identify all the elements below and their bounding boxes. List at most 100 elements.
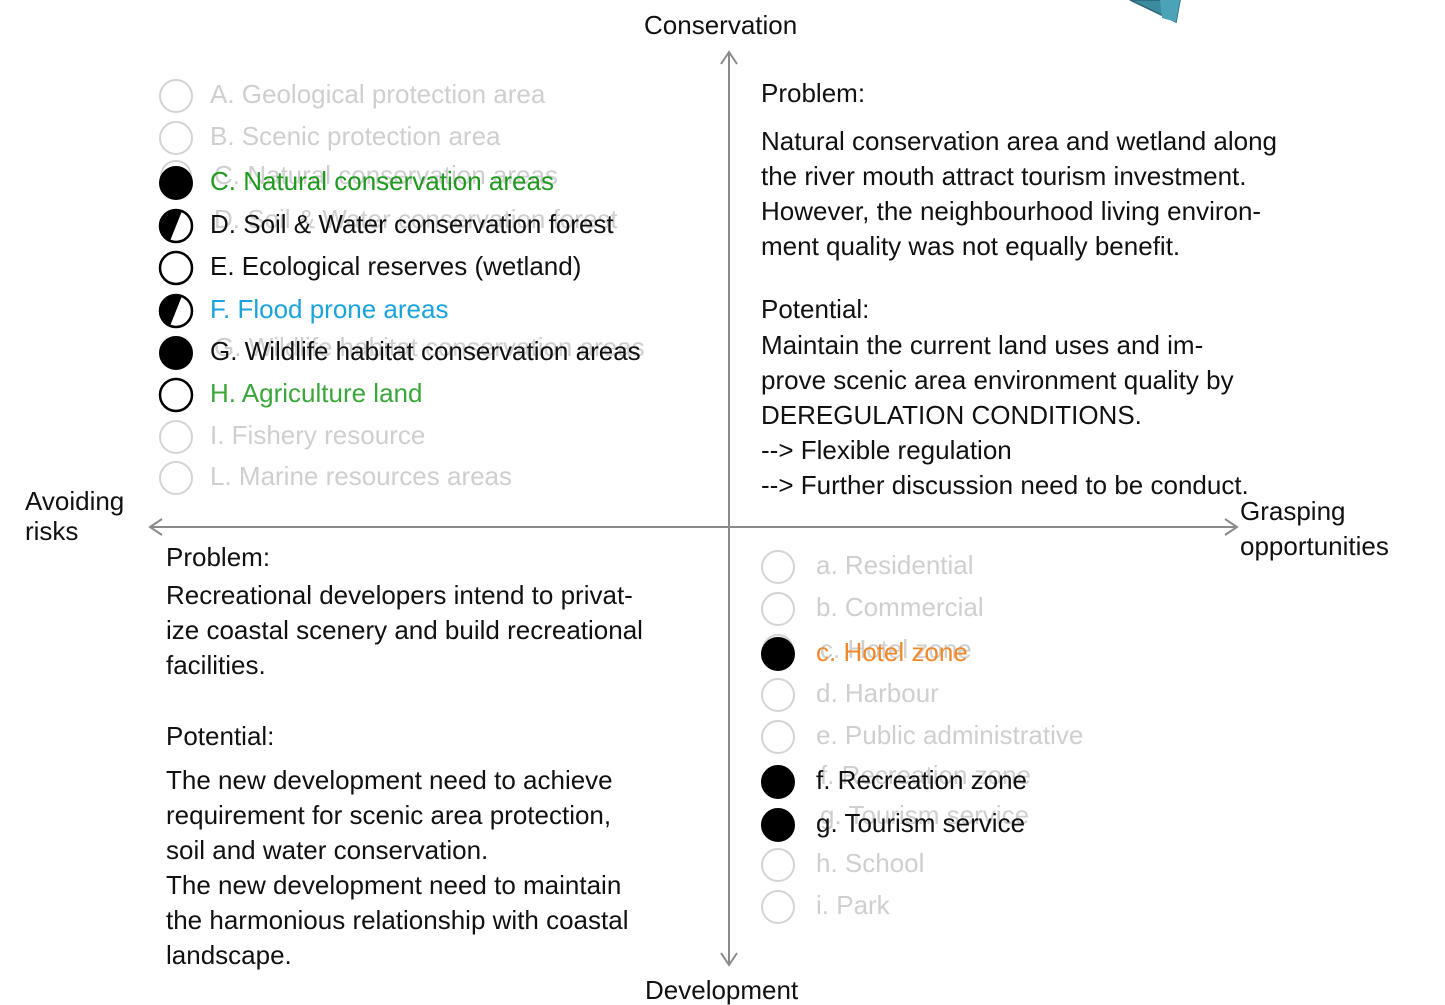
conservation-zone-label: A. Geological protection area [210, 79, 546, 109]
upper-right-potential-line: Maintain the current land uses and im- [761, 330, 1204, 360]
empty-circle-icon [760, 549, 795, 584]
conservation-zone-label: C. Natural conservation areas [210, 166, 554, 196]
development-zone-item: g. Tourism service [760, 805, 1026, 842]
lower-left-potential-line: The new development need to maintain [166, 870, 622, 900]
development-zone-label: a. Residential [816, 550, 974, 580]
development-zone-label: f. Recreation zone [816, 765, 1028, 795]
conservation-zone-label: L. Marine resources areas [210, 461, 513, 491]
conservation-zone-item: D. Soil & Water conservation forest [158, 206, 614, 244]
conservation-zone-label: F. Flood prone areas [210, 294, 449, 324]
development-zone-item: c. Hotel zone [760, 634, 968, 671]
lower-left-problem-line: ize coastal scenery and build recreation… [166, 615, 643, 645]
lower-left-potential-line: the harmonious relationship with coastal [166, 905, 629, 935]
upper-right-potential-line: --> Further discussion need to be conduc… [761, 470, 1249, 500]
development-zone-item: d. Harbour [760, 675, 939, 712]
axis-label-right: Grasping opportunities [1240, 494, 1389, 564]
empty-circle-icon [158, 120, 193, 155]
conservation-zone-item: F. Flood prone areas [158, 291, 449, 329]
empty-circle-icon [760, 847, 795, 882]
lower-left-text-block: Problem: Recreational developers intend … [166, 542, 716, 973]
conservation-zone-label: B. Scenic protection area [210, 121, 501, 151]
axis-label-left: Avoiding risks [25, 486, 124, 546]
axis-label-left-line2: risks [25, 516, 79, 546]
development-zone-label: d. Harbour [816, 678, 939, 708]
development-zone-label: i. Park [816, 890, 890, 920]
lower-left-potential-line: soil and water conservation. [166, 835, 489, 865]
filled-circle-icon [158, 335, 193, 370]
conservation-zone-item: C. Natural conservation areas [158, 163, 554, 200]
empty-circle-icon [158, 377, 194, 413]
development-zone-item: h. School [760, 845, 925, 882]
development-zone-item: f. Recreation zone [760, 762, 1028, 799]
axis-label-left-line1: Avoiding [25, 486, 125, 516]
upper-right-potential-heading: Potential: [761, 294, 870, 324]
ghost-text-g-left: G. Wildlife habitat conservation areas [214, 332, 645, 362]
upper-right-text-block: Problem: Natural conservation area and w… [761, 78, 1381, 503]
empty-circle-icon [158, 78, 193, 113]
upper-right-problem-line: the river mouth attract tourism investme… [761, 161, 1247, 191]
ghost-text-c-right: c. Hotel zone [820, 634, 972, 664]
development-zone-item: a. Residential [760, 547, 974, 584]
development-zone-item: e. Public administrative [760, 717, 1084, 754]
conservation-zone-label: G. Wildlife habitat conservation areas [210, 336, 641, 366]
empty-circle-icon [158, 419, 193, 454]
upper-right-potential-line: prove scenic area environment quality by [761, 365, 1234, 395]
empty-circle-icon [760, 677, 795, 712]
axis-label-right-line2: opportunities [1240, 531, 1389, 561]
conservation-zone-item: E. Ecological reserves (wetland) [158, 248, 582, 286]
development-zone-label: e. Public administrative [816, 720, 1084, 750]
half-circle-icon [158, 293, 194, 329]
lower-left-potential-line: requirement for scenic area protection, [166, 800, 612, 830]
lower-left-problem-line: Recreational developers intend to privat… [166, 580, 633, 610]
lower-left-potential-line: The new development need to achieve [166, 765, 613, 795]
development-zone-label: h. School [816, 848, 925, 878]
filled-circle-icon [760, 807, 795, 842]
empty-circle-icon [760, 591, 795, 626]
filled-circle-icon [760, 764, 795, 799]
empty-circle-icon [760, 889, 795, 924]
up-arrow-icon [720, 50, 738, 65]
upper-right-potential-line: DEREGULATION CONDITIONS. [761, 400, 1142, 430]
conservation-zone-item: A. Geological protection area [158, 76, 546, 113]
lower-left-problem-line: facilities. [166, 650, 266, 680]
axis-label-bottom: Development [645, 975, 799, 1005]
upper-right-problem-heading: Problem: [761, 78, 866, 108]
ghost-text-g-right: g. Tourism service [820, 800, 1030, 830]
conservation-zone-item: I. Fishery resource [158, 417, 426, 454]
development-zone-label: b. Commercial [816, 592, 984, 622]
right-arrow-icon [1224, 518, 1239, 536]
axis-label-top: Conservation [644, 10, 798, 40]
upper-right-problem-line: ment quality was not equally benefit. [761, 231, 1181, 261]
left-arrow-icon [148, 518, 163, 536]
filled-circle-icon [760, 636, 795, 671]
upper-right-potential-line: --> Flexible regulation [761, 435, 1012, 465]
development-zone-label: g. Tourism service [816, 808, 1026, 838]
upper-right-problem-line: However, the neighbourhood living enviro… [761, 196, 1262, 226]
ghost-text-f-right: f. Recreation zone [820, 760, 1032, 790]
corner-decoration [1129, 0, 1181, 24]
conservation-zone-item: H. Agriculture land [158, 375, 423, 413]
down-arrow-icon [720, 952, 738, 967]
lower-left-problem-heading: Problem: [166, 542, 271, 572]
filled-circle-icon [158, 165, 193, 200]
empty-circle-icon [158, 460, 193, 495]
development-zone-item: b. Commercial [760, 589, 984, 626]
lower-left-potential-line: landscape. [166, 940, 292, 970]
axis-label-right-line1: Grasping [1240, 496, 1346, 526]
ghost-text-d-left: D. Soil & Water conservation forest [214, 204, 618, 234]
conservation-zone-label: H. Agriculture land [210, 378, 423, 408]
half-circle-icon [158, 208, 194, 244]
conservation-zone-label: I. Fishery resource [210, 420, 426, 450]
development-zone-item: i. Park [760, 887, 890, 924]
conservation-zone-item: G. Wildlife habitat conservation areas [158, 333, 641, 370]
conservation-zone-label: E. Ecological reserves (wetland) [210, 251, 582, 281]
development-zone-label: c. Hotel zone [816, 637, 968, 667]
empty-circle-icon [760, 719, 795, 754]
conservation-zone-label: D. Soil & Water conservation forest [210, 209, 614, 239]
upper-right-problem-line: Natural conservation area and wetland al… [761, 126, 1278, 156]
conservation-zone-item: L. Marine resources areas [158, 458, 513, 495]
lower-left-potential-heading: Potential: [166, 721, 275, 751]
empty-circle-icon [158, 250, 194, 286]
ghost-text-c-left: C. Natural conservation areas [214, 160, 558, 190]
conservation-zone-item: B. Scenic protection area [158, 118, 501, 155]
